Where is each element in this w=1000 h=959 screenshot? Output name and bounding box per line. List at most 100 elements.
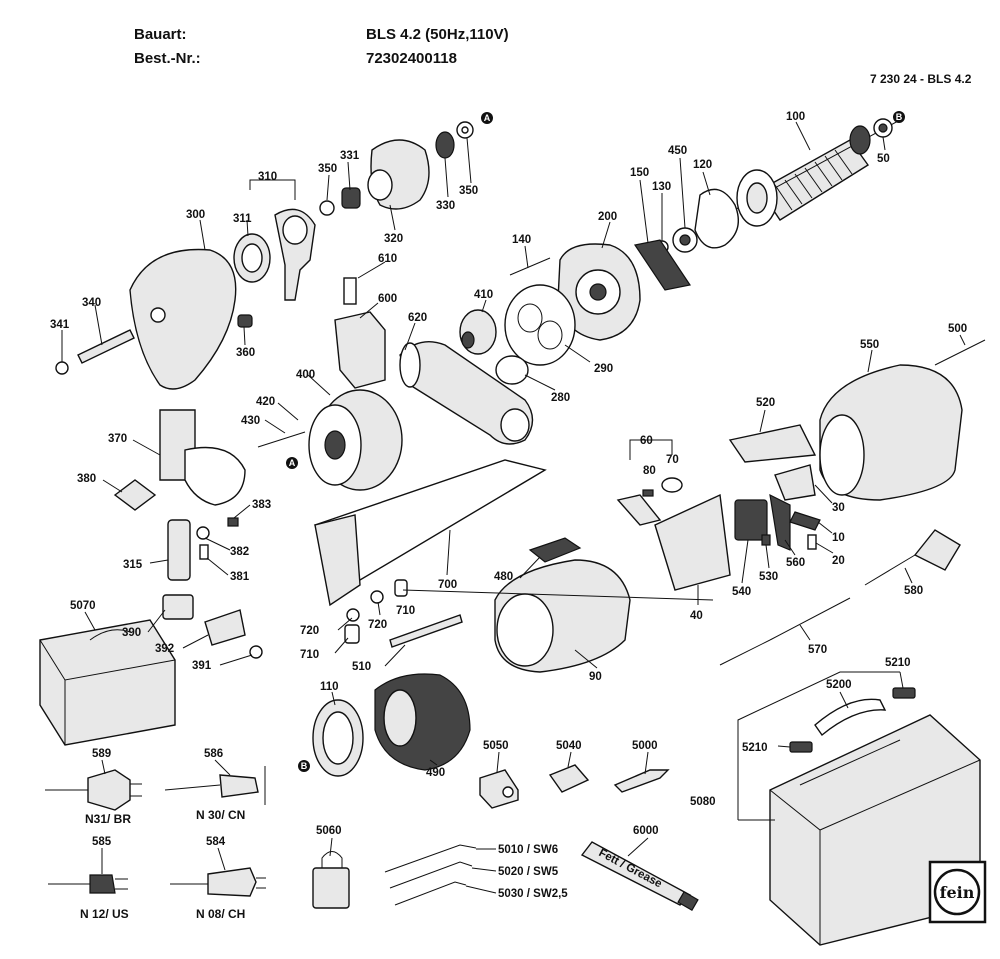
grease-tube-6000-part: Fett / Grease [580, 841, 699, 912]
label-110: 110 [320, 681, 339, 693]
label-30: 30 [832, 502, 845, 514]
punch-315-part [167, 519, 191, 581]
caption-584: N 08/ CH [196, 907, 245, 921]
label-383: 383 [252, 499, 271, 511]
bracket-310 [249, 179, 296, 200]
motor-housing-90-part [494, 559, 631, 673]
label-150: 150 [630, 167, 649, 179]
label-530: 530 [759, 571, 778, 583]
nut-5050-part [479, 769, 519, 809]
label-380: 380 [77, 473, 96, 485]
label-290: 290 [594, 363, 613, 375]
die-holder-370-part [159, 409, 246, 506]
screw-383-part [227, 517, 239, 527]
die-380-part [113, 479, 157, 511]
drawing-reference: 7 230 24 - BLS 4.2 [870, 72, 972, 86]
clamp-600-part [334, 311, 386, 389]
label-430: 430 [241, 415, 260, 427]
label-120: 120 [693, 159, 712, 171]
label-610: 610 [378, 253, 397, 265]
screw-391-part [249, 645, 263, 659]
lever-560-part [769, 493, 791, 551]
label-5210b: 5210 [742, 742, 768, 754]
label-480: 480 [494, 571, 513, 583]
type-value: BLS 4.2 (50Hz,110V) [366, 26, 509, 43]
label-5030: 5030 / SW2,5 [498, 888, 568, 900]
screw-710-part [344, 579, 408, 644]
label-5040: 5040 [556, 740, 582, 752]
screw-610-part [343, 277, 357, 305]
type-label: Bauart: [134, 26, 187, 43]
label-392: 392 [155, 643, 174, 655]
handle-5200-part [814, 698, 887, 737]
label-580: 580 [904, 585, 923, 597]
clip-70-part [661, 477, 683, 493]
bearing-330-part [435, 131, 455, 159]
svg-text:fein: fein [940, 883, 975, 902]
label-500: 500 [948, 323, 967, 335]
label-589: 589 [92, 748, 111, 760]
label-5200: 5200 [826, 679, 852, 691]
label-340: 340 [82, 297, 101, 309]
part-labels: 100 50 120 450 130 150 200 140 410 290 2… [50, 111, 967, 900]
spring-510-part [389, 614, 463, 648]
label-5020: 5020 / SW5 [498, 866, 559, 878]
gear-housing-400-part [308, 389, 403, 491]
label-410: 410 [474, 289, 493, 301]
label-6000: 6000 [633, 825, 659, 837]
fein-logo-icon: fein [928, 860, 987, 924]
label-140: 140 [512, 234, 531, 246]
housing-200-part [557, 243, 641, 341]
label-50: 50 [877, 153, 890, 165]
label-490: 490 [426, 767, 445, 779]
order-value: 72302400118 [366, 50, 457, 67]
brush-plate-150-part [634, 239, 691, 291]
screw-430-part [257, 431, 306, 448]
bracket-700-body [314, 514, 361, 607]
bushing-320-part [367, 139, 430, 210]
label-5070: 5070 [70, 600, 96, 612]
washer-720-part [346, 590, 384, 622]
wire-80-part [642, 489, 654, 497]
label-585: 585 [92, 836, 112, 848]
label-60: 60 [640, 435, 653, 447]
eccentric-310-part [274, 208, 316, 301]
baffle-120-part [694, 188, 739, 249]
switch-plate-60-part [616, 439, 673, 526]
needle-bearing-311-part [233, 233, 271, 283]
label-560: 560 [786, 557, 805, 569]
washer-341-part [55, 361, 69, 375]
label-200: 200 [598, 211, 617, 223]
field-coil-490-part [374, 673, 471, 771]
label-330: 330 [436, 200, 455, 212]
label-100: 100 [786, 111, 805, 123]
label-620: 620 [408, 312, 427, 324]
label-311: 311 [233, 213, 252, 225]
die-5040-part [548, 764, 590, 793]
label-5080: 5080 [690, 796, 716, 808]
power-cord-580-part [864, 529, 961, 586]
head-cover-300-part [129, 248, 237, 390]
pin-340-part [77, 329, 135, 364]
screw-140-part [509, 257, 551, 276]
marker-b-text-2: B [301, 761, 308, 771]
label-90: 90 [589, 671, 602, 683]
label-710a: 710 [300, 649, 319, 661]
label-331: 331 [340, 150, 360, 162]
carry-case-5070-part [39, 619, 176, 746]
marker-a-mid: A [286, 457, 298, 469]
marker-a-text: A [484, 113, 491, 123]
leader-lines [61, 121, 966, 894]
marker-b-bottom: B [298, 760, 310, 772]
marker-a-text-2: A [289, 458, 296, 468]
screw-500-part [934, 339, 986, 366]
label-80: 80 [643, 465, 656, 477]
case-5080-part [769, 714, 981, 946]
label-5010: 5010 / SW6 [498, 844, 558, 856]
label-520: 520 [756, 397, 775, 409]
label-382: 382 [230, 546, 249, 558]
terminal-block-40-part [654, 493, 731, 591]
hex-keys-part [384, 844, 477, 906]
label-510: 510 [352, 661, 371, 673]
